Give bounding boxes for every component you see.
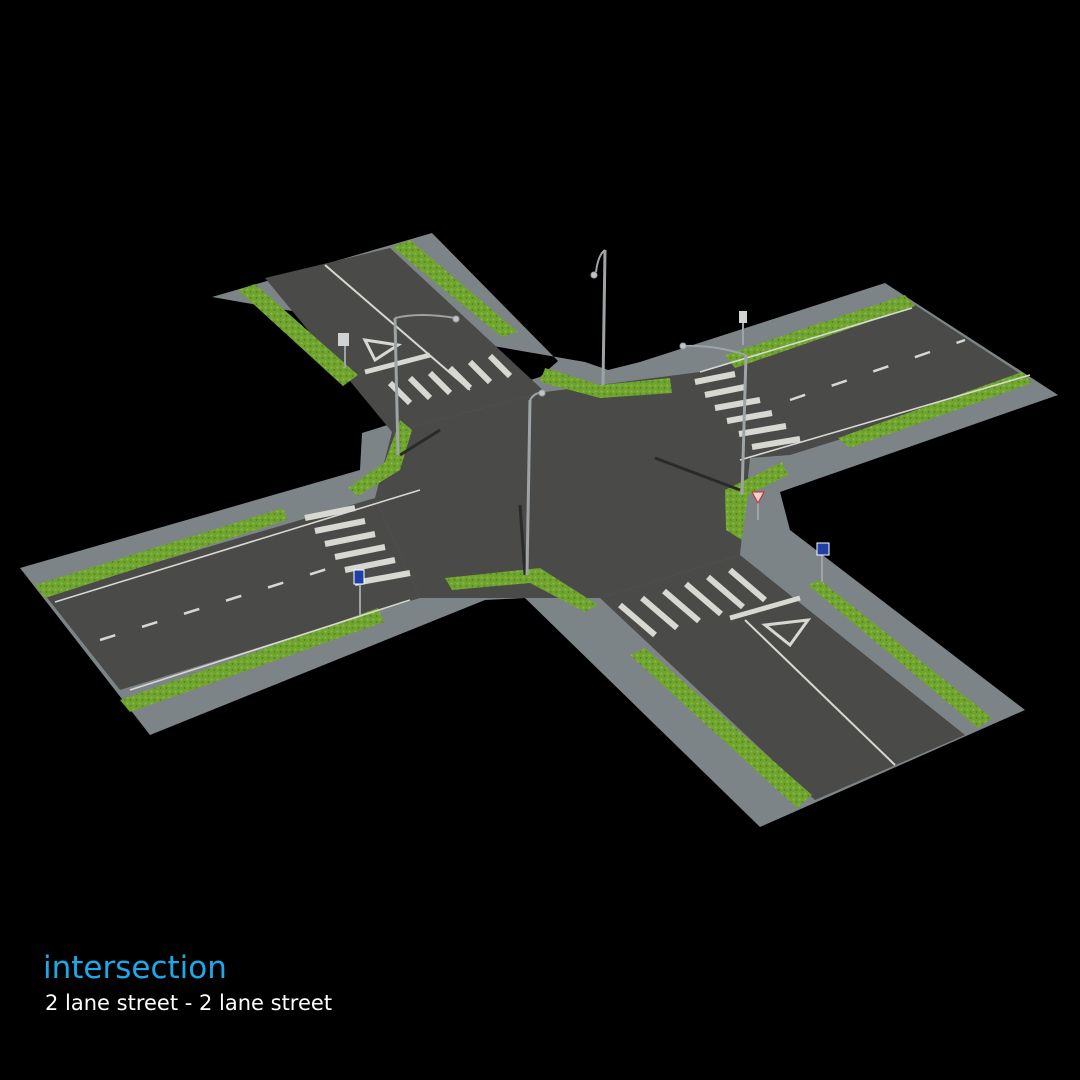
caption-subtitle: 2 lane street - 2 lane street: [45, 991, 333, 1015]
crosswalk-east: [694, 371, 801, 450]
road-east-arm: [700, 305, 1030, 458]
traffic-signs: [338, 311, 830, 615]
road-junction: [375, 372, 750, 598]
grass-strips: [35, 240, 1032, 808]
sign-north-west: [338, 333, 349, 368]
crosswalk-north: [387, 353, 513, 406]
lane-markings: [54, 264, 1031, 766]
street-lights: [393, 249, 748, 576]
sign-north-east: [739, 311, 747, 345]
street-light-east: [679, 342, 748, 496]
street-light-north: [590, 249, 607, 386]
crosswalk-south: [618, 567, 767, 638]
yield-marking-north: [362, 338, 431, 375]
sign-yield-east: [751, 491, 765, 520]
sign-west-crossing: [353, 569, 365, 615]
street-light-west: [393, 314, 460, 456]
pole-shadows: [399, 428, 741, 576]
street-light-center: [525, 389, 546, 576]
yield-marking-south: [729, 595, 812, 648]
caption-title: intersection: [43, 950, 227, 986]
sign-east-crossing: [816, 542, 830, 582]
road-north-arm: [265, 248, 545, 432]
